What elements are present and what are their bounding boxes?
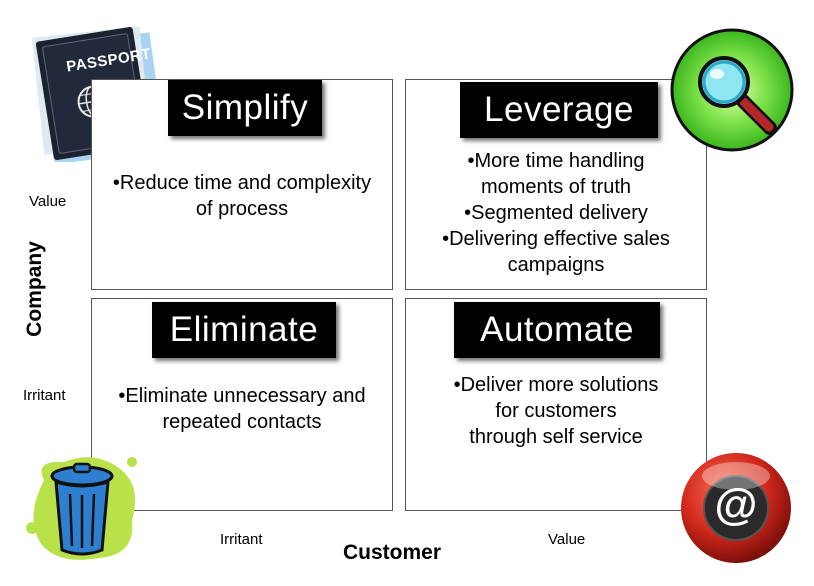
y-axis-value-label: Value <box>29 193 67 210</box>
x-axis-value-label: Value <box>548 531 586 548</box>
automate-title: Automate <box>454 302 660 358</box>
leverage-line: •More time handling <box>467 150 645 172</box>
automate-line: through self service <box>469 426 643 448</box>
at-sign-icon: @ <box>676 446 796 566</box>
eliminate-line: •Eliminate unnecessary and <box>118 385 366 407</box>
eliminate-body: •Eliminate unnecessary and repeated cont… <box>93 383 391 435</box>
y-axis-title: Company <box>23 241 46 337</box>
automate-line: •Deliver more solutions <box>453 374 659 396</box>
eliminate-line: repeated contacts <box>162 411 322 433</box>
trash-can-icon <box>24 450 142 565</box>
automate-body: •Deliver more solutions for customers th… <box>407 372 705 450</box>
at-sign-glyph: @ <box>714 480 758 529</box>
x-axis-irritant-label: Irritant <box>220 531 263 548</box>
automate-line: for customers <box>495 400 617 422</box>
simplify-title: Simplify <box>168 80 322 136</box>
y-axis-irritant-label: Irritant <box>23 387 66 404</box>
leverage-line: campaigns <box>507 254 605 276</box>
x-axis-title: Customer <box>343 541 442 564</box>
simplify-body: •Reduce time and complexity of process <box>93 170 391 222</box>
leverage-line: •Delivering effective sales <box>442 228 670 250</box>
leverage-line: moments of truth <box>480 176 632 198</box>
leverage-body: •More time handling moments of truth •Se… <box>407 148 705 278</box>
eliminate-title: Eliminate <box>152 302 336 358</box>
leverage-title: Leverage <box>460 82 658 138</box>
simplify-line: •Reduce time and complexity <box>112 172 372 194</box>
simplify-line: of process <box>195 198 289 220</box>
leverage-line: •Segmented delivery <box>464 202 648 224</box>
magnifying-glass-icon <box>668 26 796 154</box>
